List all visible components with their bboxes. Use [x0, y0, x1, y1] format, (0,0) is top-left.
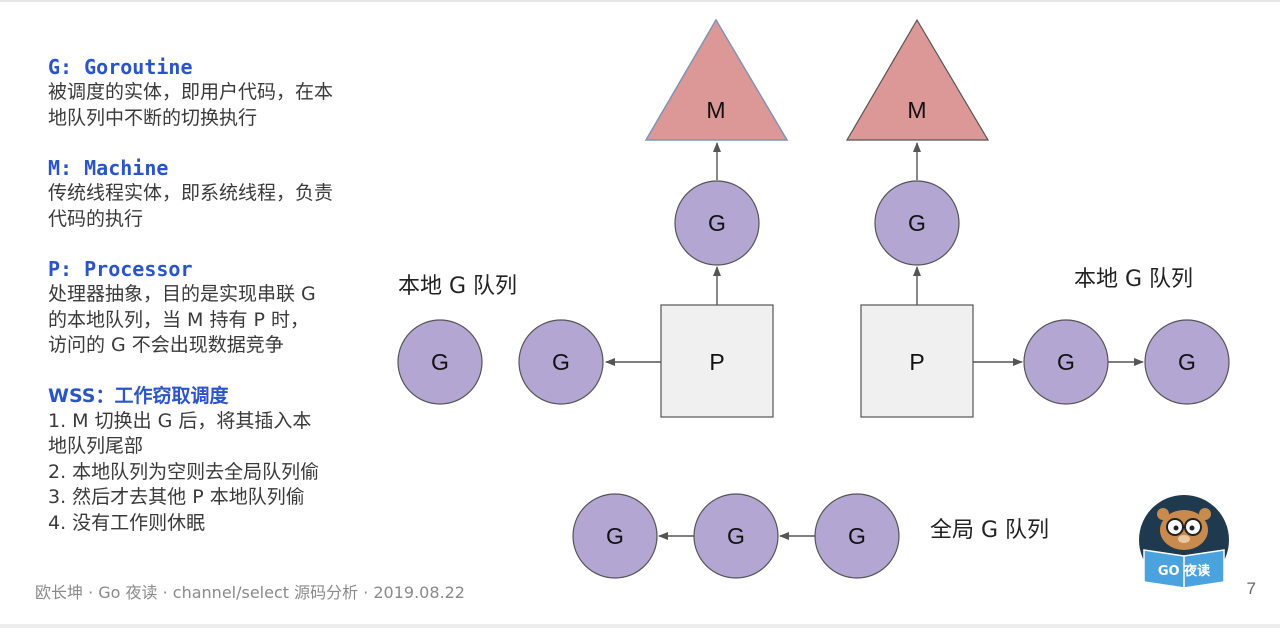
machine-m2: M: [845, 18, 990, 141]
definition-g: G: Goroutine 被调度的实体，即用户代码，在本 地队列中不断的切换执行: [48, 55, 388, 131]
definition-g-title: G: Goroutine: [48, 55, 193, 79]
g-label: G: [431, 349, 449, 375]
p2-label: P: [909, 349, 924, 375]
p1-label: P: [709, 349, 724, 375]
definition-p-body: 处理器抽象，目的是实现串联 G 的本地队列，当 M 持有 P 时， 访问的 G …: [48, 283, 316, 356]
global-queue-g3: G: [572, 493, 658, 579]
g-label: G: [1057, 349, 1075, 375]
local-queue-left-g1: G: [518, 319, 604, 405]
box-shape: [660, 304, 774, 418]
m1-label: M: [706, 97, 725, 123]
logo-text: GO 夜读: [1158, 563, 1210, 579]
global-queue: G G G: [572, 493, 900, 579]
circle-shape: [874, 180, 960, 266]
definition-g-body: 被调度的实体，即用户代码，在本 地队列中不断的切换执行: [48, 81, 334, 129]
global-queue-g1: G: [814, 493, 900, 579]
g-label: G: [908, 210, 926, 236]
machine-m1: M: [644, 18, 789, 141]
definition-p: P: Processor 处理器抽象，目的是实现串联 G 的本地队列，当 M 持…: [48, 257, 388, 359]
page-number: 7: [1246, 579, 1256, 598]
local-queue-right: G G: [1023, 319, 1230, 405]
circle-shape: [674, 180, 760, 266]
triangle-shape: [644, 18, 789, 141]
g-label: G: [727, 523, 745, 549]
goroutine-running-2: G: [874, 180, 960, 266]
circle-shape: [518, 319, 604, 405]
triangle-shape: [845, 18, 990, 141]
local-queue-left-g2: G: [397, 319, 483, 405]
circle-shape: [1023, 319, 1109, 405]
m2-label: M: [907, 97, 926, 123]
global-queue-g2: G: [693, 493, 779, 579]
g-label: G: [848, 523, 866, 549]
definition-wss-title: WSS：工作窃取调度: [48, 384, 229, 407]
circle-shape: [814, 493, 900, 579]
processor-p1: P: [660, 304, 774, 418]
local-queue-right-g2: G: [1144, 319, 1230, 405]
bottom-divider: [0, 624, 1280, 628]
definitions-panel: G: Goroutine 被调度的实体，即用户代码，在本 地队列中不断的切换执行…: [48, 55, 388, 536]
g-label: G: [708, 210, 726, 236]
local-queue-right-label: 本地 G 队列: [1074, 267, 1193, 292]
g-label: G: [552, 349, 570, 375]
definition-m-title: M: Machine: [48, 156, 169, 180]
local-queue-left: G G: [397, 319, 604, 405]
g-label: G: [606, 523, 624, 549]
definition-wss-body: 1. M 切换出 G 后，将其插入本 地队列尾部 2. 本地队列为空则去全局队列…: [48, 409, 320, 534]
g-label: G: [1178, 349, 1196, 375]
goroutine-running-1: G: [674, 180, 760, 266]
circle-shape: [572, 493, 658, 579]
circle-shape: [1144, 319, 1230, 405]
box-shape: [860, 304, 974, 418]
global-queue-label: 全局 G 队列: [930, 518, 1049, 543]
definition-m: M: Machine 传统线程实体，即系统线程，负责 代码的执行: [48, 156, 388, 232]
local-queue-left-label: 本地 G 队列: [398, 274, 517, 299]
local-queue-right-g1: G: [1023, 319, 1109, 405]
circle-shape: [693, 493, 779, 579]
definition-p-title: P: Processor: [48, 257, 193, 281]
definition-wss: WSS：工作窃取调度 1. M 切换出 G 后，将其插入本 地队列尾部 2. 本…: [48, 384, 388, 537]
definition-m-body: 传统线程实体，即系统线程，负责 代码的执行: [48, 182, 334, 230]
arrows: [605, 142, 1144, 540]
processor-p2: P: [860, 304, 974, 418]
circle-shape: [397, 319, 483, 405]
gopher-reading-book-icon: GO 夜读: [1139, 495, 1229, 589]
footer-text: 欧长坤 · Go 夜读 · channel/select 源码分析 · 2019…: [35, 583, 465, 602]
top-divider: [0, 0, 1280, 2]
